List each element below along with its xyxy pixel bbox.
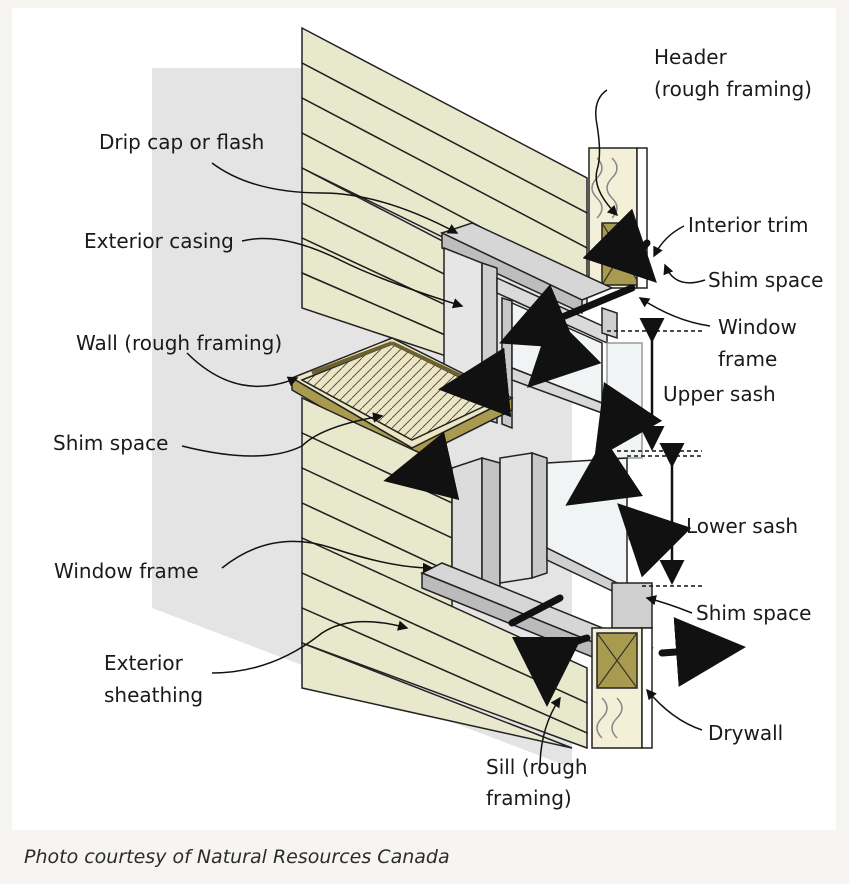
- window-section-diagram: Header (rough framing) Drip cap or flash…: [53, 26, 823, 810]
- label-header: Header: [654, 45, 728, 69]
- label-exterior-sheathing: Exterior: [104, 651, 184, 675]
- lower-siding: [301, 396, 588, 750]
- label-sill-sub: framing): [486, 786, 572, 810]
- dimension-lines: [607, 318, 702, 587]
- sill-wall-section: [591, 627, 653, 749]
- diagram-figure: Header (rough framing) Drip cap or flash…: [12, 8, 836, 830]
- air-leak-arrows: [383, 208, 746, 707]
- label-shim-space-bottom: Shim space: [696, 601, 811, 625]
- label-shim-space-top: Shim space: [708, 268, 823, 292]
- label-drip-cap: Drip cap or flash: [99, 130, 264, 154]
- label-window-frame-right: Window: [718, 315, 797, 339]
- label-window-frame-left: Window frame: [54, 559, 199, 583]
- leader-lines: [181, 89, 711, 769]
- label-sill: Sill (rough: [486, 755, 588, 779]
- photo-caption: Photo courtesy of Natural Resources Cana…: [24, 846, 450, 868]
- label-shim-space-left: Shim space: [53, 431, 168, 455]
- label-wall-rough-framing: Wall (rough framing): [76, 331, 282, 355]
- label-lower-sash: Lower sash: [686, 514, 798, 538]
- label-upper-sash: Upper sash: [663, 382, 776, 406]
- label-header-sub: (rough framing): [654, 77, 812, 101]
- label-drywall: Drywall: [708, 721, 783, 745]
- labels: Header (rough framing) Drip cap or flash…: [53, 45, 823, 810]
- label-window-frame-right-sub: frame: [718, 347, 777, 371]
- label-exterior-sheathing-sub: sheathing: [104, 683, 203, 707]
- label-interior-trim: Interior trim: [688, 213, 808, 237]
- label-exterior-casing: Exterior casing: [84, 229, 234, 253]
